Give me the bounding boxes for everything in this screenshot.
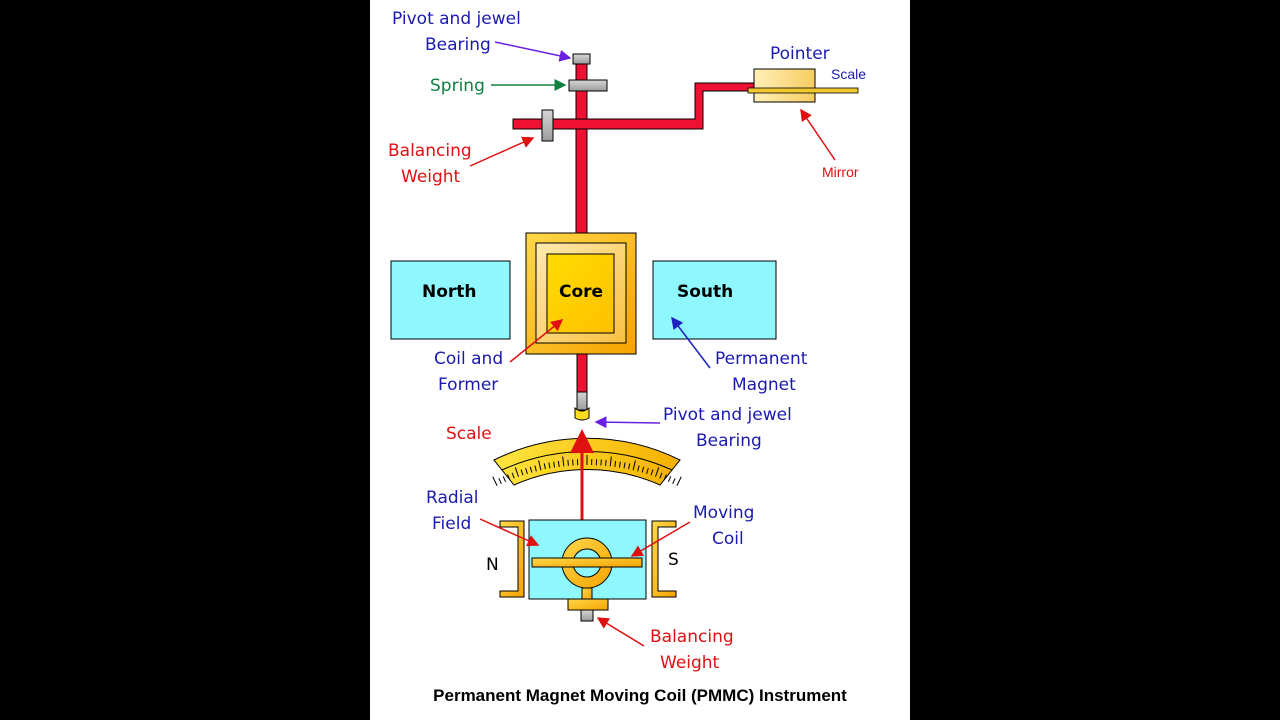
- moving-coil-arrow: [630, 521, 691, 557]
- scale-tick: [567, 459, 569, 466]
- scale-tick: [511, 472, 515, 479]
- pivot-lower-label-1: Pivot and jewel: [663, 405, 792, 425]
- mirror-arrow: [800, 108, 836, 161]
- lower-spindle-tip: [576, 391, 588, 411]
- moving-coil-bar: [531, 557, 643, 568]
- scale-lower-label: Scale: [446, 424, 492, 444]
- radial-arrow: [479, 518, 540, 547]
- pivot-top-arrow: [494, 41, 572, 62]
- pivot-top-label-2: Bearing: [425, 35, 491, 55]
- balancing-top-label-2: Weight: [401, 167, 461, 187]
- spring-label: Spring: [430, 76, 485, 96]
- scale-tick: [614, 460, 617, 467]
- coil-arrow: [509, 319, 564, 363]
- jewel-bearing: [574, 406, 590, 421]
- scale-tick: [525, 467, 528, 474]
- radial-label-2: Field: [432, 514, 471, 534]
- mirror-label: Mirror: [822, 164, 859, 180]
- diagram-canvas: Pivot and jewel Bearing Spring Balancing…: [370, 0, 910, 720]
- magnet-label-1: Permanent: [715, 349, 808, 369]
- scale-tick: [632, 460, 636, 471]
- scale-tick: [543, 463, 546, 470]
- coil-stem: [581, 587, 593, 601]
- core-label: Core: [559, 282, 603, 302]
- moving-coil-label-1: Moving: [693, 503, 754, 523]
- s-label: S: [668, 550, 679, 570]
- scale-tick: [557, 460, 560, 467]
- scale-arc: [492, 437, 682, 486]
- pmmc-diagram: Pivot and jewel Bearing Spring Balancing…: [388, 9, 866, 705]
- scale-tick: [538, 460, 542, 471]
- scale-tick: [492, 476, 498, 486]
- scale-tick: [529, 466, 533, 473]
- balancing-bottom-label-1: Balancing: [650, 627, 734, 647]
- balancing-top-arrow: [469, 136, 535, 167]
- scale-tick: [650, 469, 654, 476]
- pointer-label: Pointer: [770, 44, 830, 64]
- scale-tick: [667, 476, 672, 483]
- balancing-top-label-1: Balancing: [388, 141, 472, 161]
- scale-tick: [514, 467, 520, 477]
- pointer-block: [753, 68, 816, 103]
- north-magnet: [390, 260, 511, 340]
- radial-label-1: Radial: [426, 488, 479, 508]
- scale-tick: [520, 469, 524, 476]
- scale-tick: [654, 467, 660, 477]
- scale-tick: [641, 466, 645, 473]
- balancing-bottom-label-2: Weight: [660, 653, 720, 673]
- scale-top-label: Scale: [831, 66, 866, 82]
- scale-tick: [628, 463, 631, 470]
- scale-tick: [659, 472, 663, 479]
- pivot-lower-arrow: [594, 416, 661, 429]
- scale-tick: [562, 456, 565, 467]
- scale-tick: [646, 467, 649, 474]
- magnet-label-2: Magnet: [732, 375, 796, 395]
- lower-spindle: [576, 353, 588, 395]
- moving-coil-label-2: Coil: [712, 529, 744, 549]
- scale-strip: [747, 87, 859, 94]
- scale-tick: [672, 478, 676, 484]
- scale-tick: [618, 461, 621, 468]
- pivot-top-label-1: Pivot and jewel: [392, 9, 521, 29]
- balancing-weight-top: [541, 109, 554, 142]
- south-label: South: [677, 282, 733, 302]
- scale-tick: [548, 462, 551, 469]
- north-label: North: [422, 282, 477, 302]
- scale-tick: [637, 465, 640, 472]
- n-label: N: [486, 555, 499, 575]
- scale-tick: [605, 459, 607, 466]
- magnet-arrow: [671, 316, 711, 369]
- scale-tick: [623, 462, 626, 469]
- coil-label-2: Former: [438, 375, 498, 395]
- coil-base: [567, 598, 609, 611]
- coil-label-1: Coil and: [434, 349, 503, 369]
- scale-tick: [663, 474, 667, 481]
- balancing-weight-bottom: [580, 609, 594, 622]
- pivot-lower-label-2: Bearing: [696, 431, 762, 451]
- scale-tick: [507, 474, 511, 481]
- spring: [568, 79, 608, 92]
- scale-tick: [553, 461, 556, 468]
- scale-tick: [498, 478, 502, 484]
- scale-tick: [502, 476, 507, 483]
- diagram-title: Permanent Magnet Moving Coil (PMMC) Inst…: [433, 686, 847, 705]
- n-pole: [499, 520, 525, 598]
- balancing-bottom-arrow: [596, 617, 645, 647]
- pivot-top: [572, 53, 591, 65]
- scale-tick: [676, 476, 682, 486]
- scale-tick: [534, 465, 537, 472]
- scale-tick: [609, 456, 612, 467]
